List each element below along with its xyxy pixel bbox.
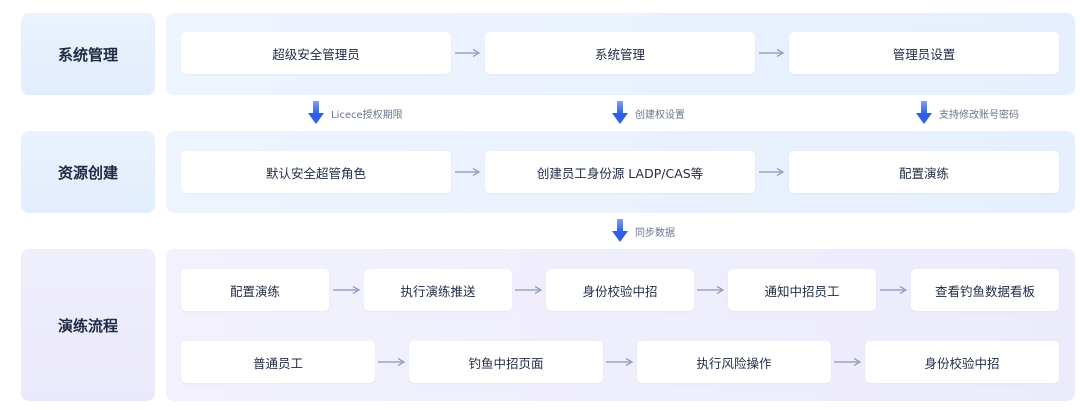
node-regular-employee: 普通员工 [181,341,375,383]
node-label: 查看钓鱼数据看板 [934,283,1035,299]
node-label: 系统管理 [594,46,645,62]
arrow-right-icon [333,285,361,295]
arrow-right-icon [697,285,725,295]
arrow-right-icon [515,285,543,295]
arrow-right-icon [455,167,481,177]
arrow-right-icon [455,48,481,58]
section-label-text: 演练流程 [57,316,118,335]
connector-caption: 创建权设置 [635,110,685,121]
node-admin-settings: 管理员设置 [789,32,1059,74]
node-label: 超级安全管理员 [272,46,360,62]
node-configure-drill: 配置演练 [789,151,1059,193]
section-label-resource-creation: 资源创建 [21,131,155,213]
node-default-admin-role: 默认安全超管角色 [181,151,451,193]
node-create-identity-source: 创建员工身份源 LADP/CAS等 [485,151,755,193]
node-execute-risk-operation: 执行风险操作 [637,341,831,383]
arrow-down-icon [612,101,628,125]
arrow-right-icon [606,357,634,367]
node-label: 执行风险操作 [696,355,772,371]
node-label: 身份校验中招 [924,355,1000,371]
node-label: 普通员工 [252,355,303,371]
connector-caption: Licece授权期限 [331,110,403,121]
arrow-right-icon [378,357,406,367]
arrow-right-icon [834,357,862,367]
arrow-right-icon [759,167,785,177]
node-label: 配置演练 [898,165,949,181]
node-label: 通知中招员工 [764,283,840,299]
connector-caption: 支持修改账号密码 [939,110,1019,121]
section-label-system-management: 系统管理 [21,13,155,95]
node-execute-drill-push: 执行演练推送 [364,269,512,311]
connector-caption: 同步数据 [635,228,675,239]
node-label: 管理员设置 [892,46,956,62]
node-view-phishing-dashboard: 查看钓鱼数据看板 [911,269,1059,311]
section-label-drill-process: 演练流程 [21,249,155,401]
node-identity-verify-caught-2: 身份校验中招 [865,341,1059,383]
node-identity-verify-caught: 身份校验中招 [546,269,694,311]
arrow-down-icon [308,101,324,125]
node-super-admin: 超级安全管理员 [181,32,451,74]
node-configure-drill-2: 配置演练 [181,269,329,311]
node-label: 执行演练推送 [400,283,476,299]
node-notify-caught-employee: 通知中招员工 [728,269,876,311]
arrow-down-icon [916,101,932,125]
arrow-right-icon [759,48,785,58]
node-label: 钓鱼中招页面 [468,355,544,371]
section-label-text: 系统管理 [57,45,118,64]
node-label: 配置演练 [229,283,280,299]
node-phishing-page: 钓鱼中招页面 [409,341,603,383]
node-label: 默认安全超管角色 [265,165,366,181]
node-system-management: 系统管理 [485,32,755,74]
section-label-text: 资源创建 [57,163,118,182]
node-label: 身份校验中招 [582,283,658,299]
arrow-down-icon [612,219,628,243]
arrow-right-icon [880,285,908,295]
node-label: 创建员工身份源 LADP/CAS等 [536,165,704,181]
